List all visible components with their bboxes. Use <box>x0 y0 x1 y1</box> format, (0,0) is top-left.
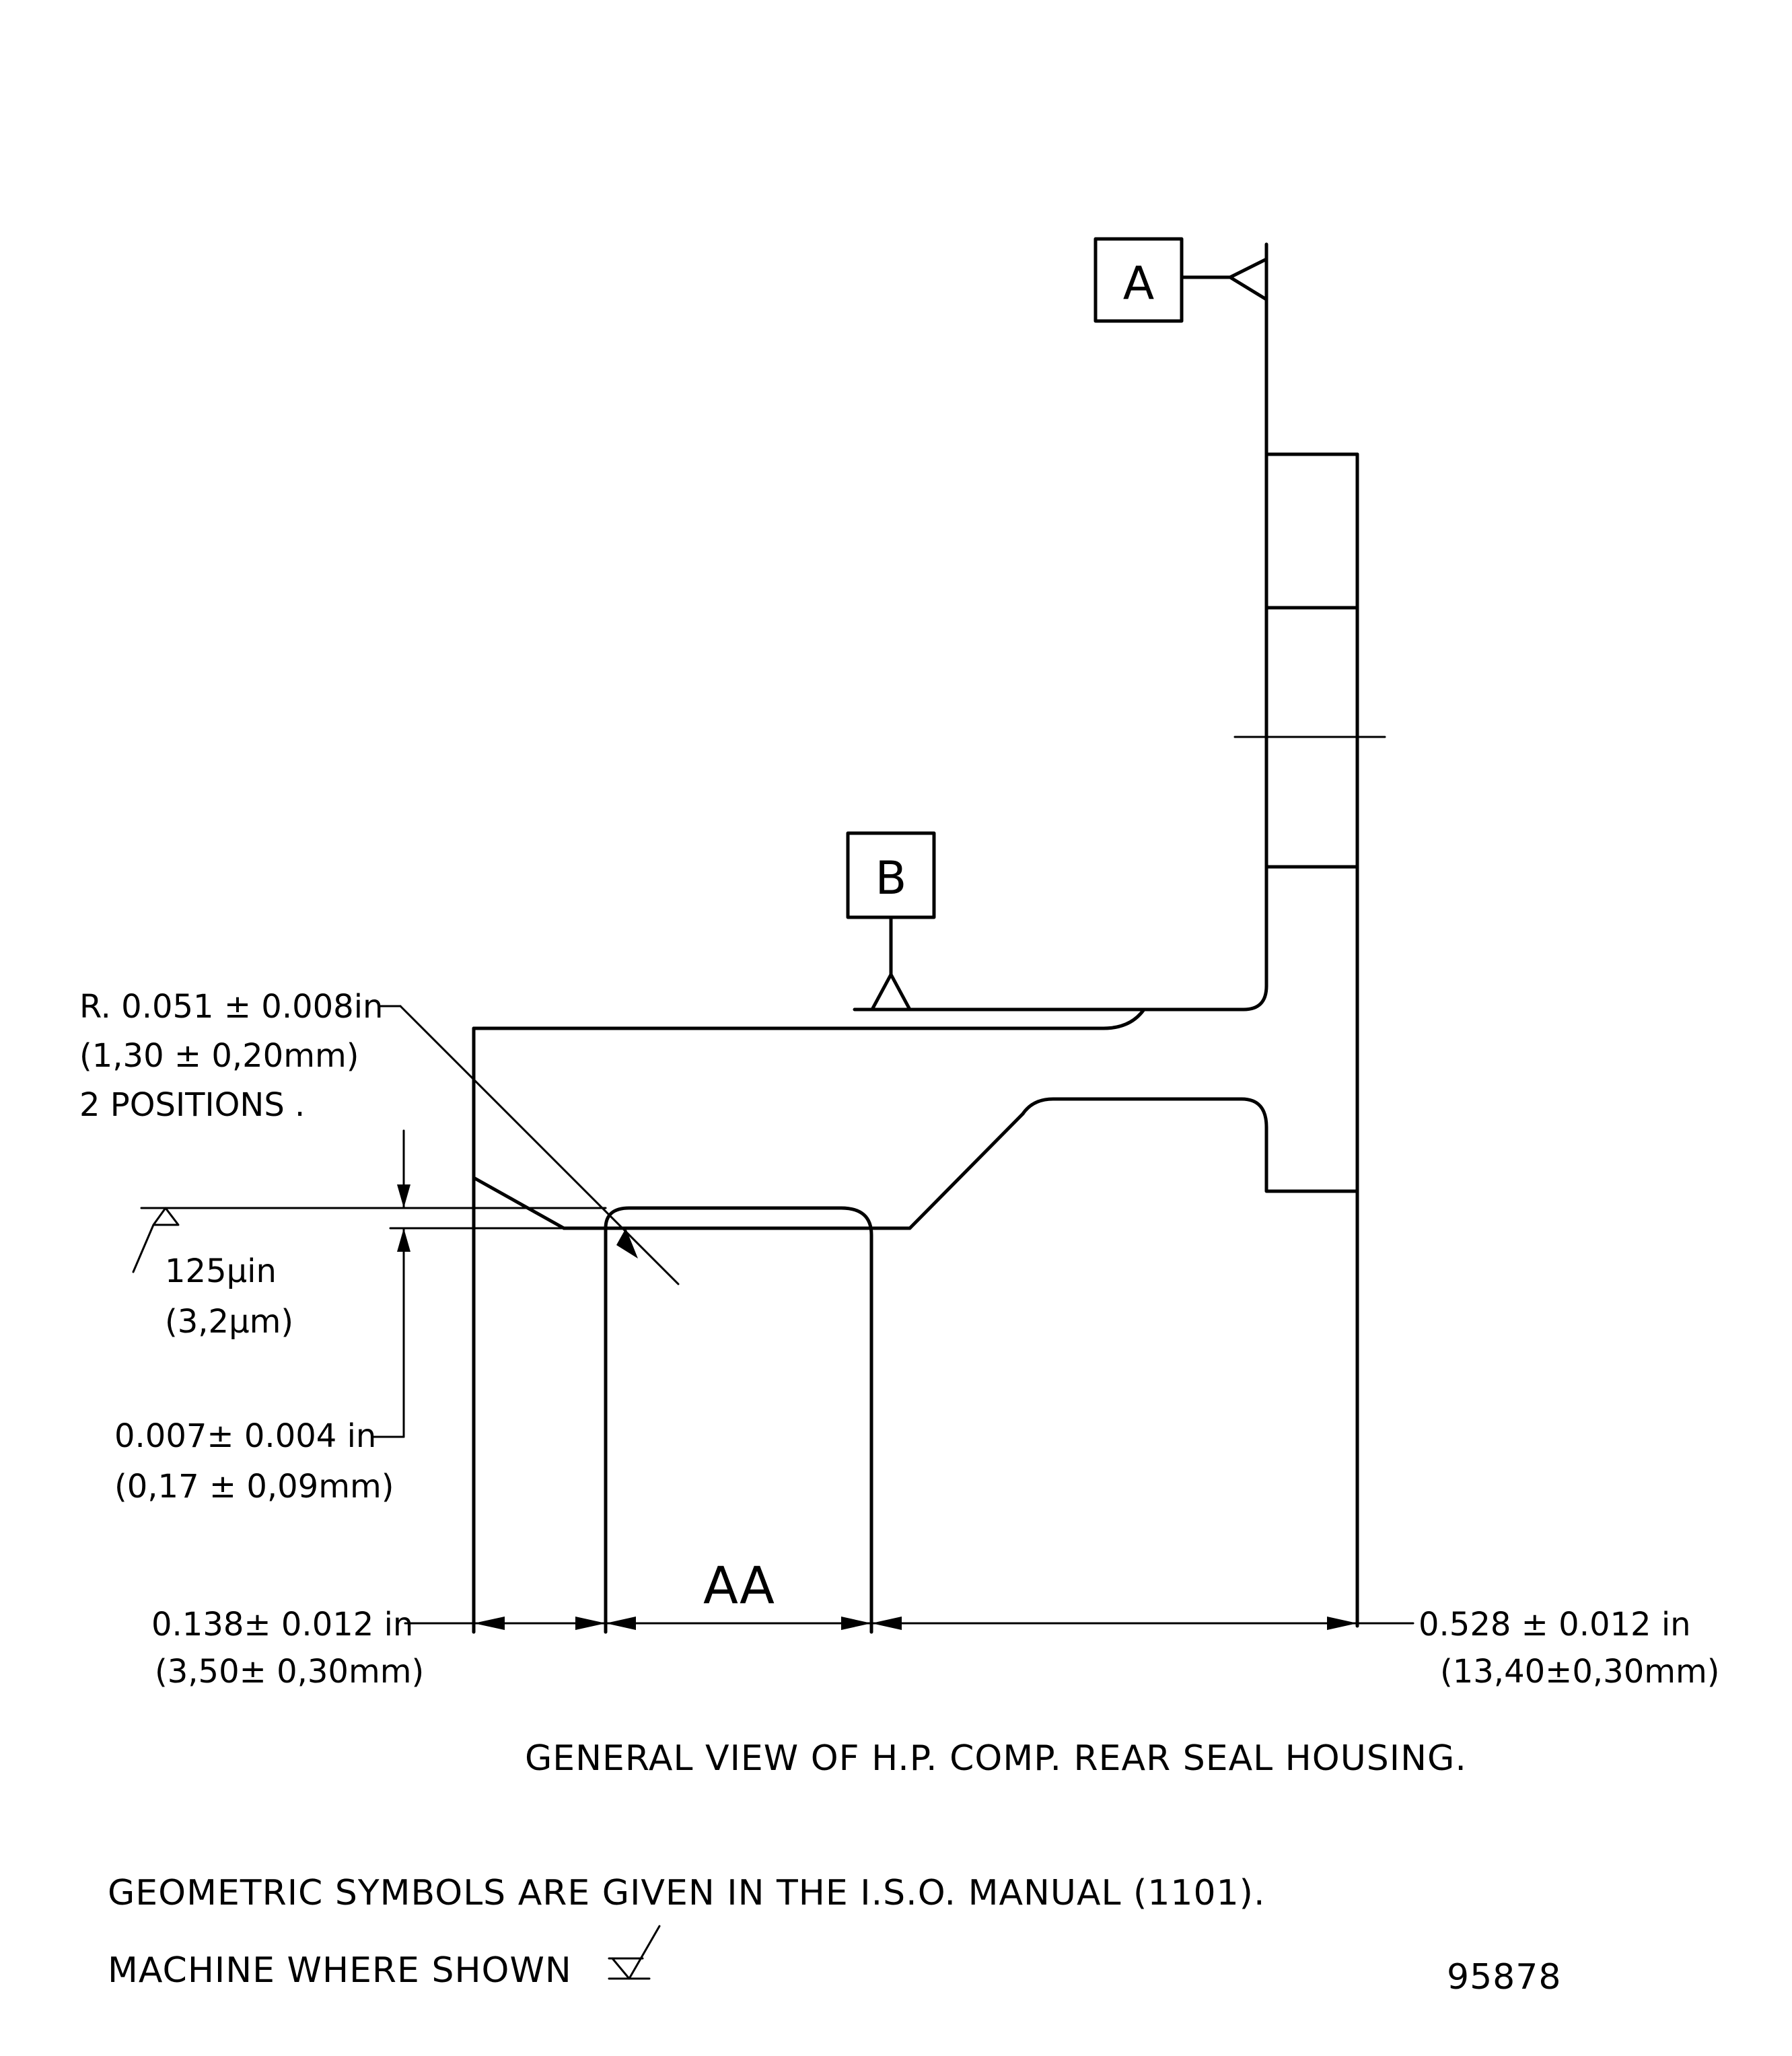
roughness-line2: (3,2μm) <box>165 1303 293 1341</box>
right-dim-line2: (13,40±0,30mm) <box>1440 1653 1719 1691</box>
radius-callout: R. 0.051 ± 0.008in (1,30 ± 0,20mm) 2 POS… <box>79 988 680 1285</box>
right-dim-line1: 0.528 ± 0.012 in <box>1419 1606 1691 1643</box>
step-dim-line2: (0,17 ± 0,09mm) <box>114 1468 394 1505</box>
datum-a: A <box>1094 237 1268 323</box>
bottom-dimension: 0.138± 0.012 in (3,50± 0,30mm) 0.528 ± 0… <box>151 1606 1719 1691</box>
radius-callout-line3: 2 POSITIONS . <box>79 1086 305 1124</box>
machining-symbol-icon <box>608 1925 661 1980</box>
step-dim-line1: 0.007± 0.004 in <box>114 1417 376 1455</box>
left-dim-line1: 0.138± 0.012 in <box>151 1606 413 1643</box>
drawing-caption: GENERAL VIEW OF H.P. COMP. REAR SEAL HOU… <box>525 1738 1467 1779</box>
step-dimension: 0.007± 0.004 in (0,17 ± 0,09mm) <box>114 1129 410 1505</box>
datum-b-label: B <box>875 852 907 905</box>
radius-callout-line2: (1,30 ± 0,20mm) <box>79 1037 359 1075</box>
note-line1: GEOMETRIC SYMBOLS ARE GIVEN IN THE I.S.O… <box>108 1873 1265 1913</box>
note-line2: MACHINE WHERE SHOWN <box>108 1950 572 1991</box>
left-dim-line2: (3,50± 0,30mm) <box>155 1653 424 1691</box>
section-label: AA <box>703 1555 775 1615</box>
datum-b: B <box>846 831 936 1012</box>
figure-number: 95878 <box>1447 1957 1561 1997</box>
datum-a-label: A <box>1123 257 1155 310</box>
roughness-line1: 125μin <box>165 1252 277 1290</box>
radius-callout-line1: R. 0.051 ± 0.008in <box>79 988 383 1026</box>
roughness-symbol: 125μin (3,2μm) <box>132 1207 293 1341</box>
